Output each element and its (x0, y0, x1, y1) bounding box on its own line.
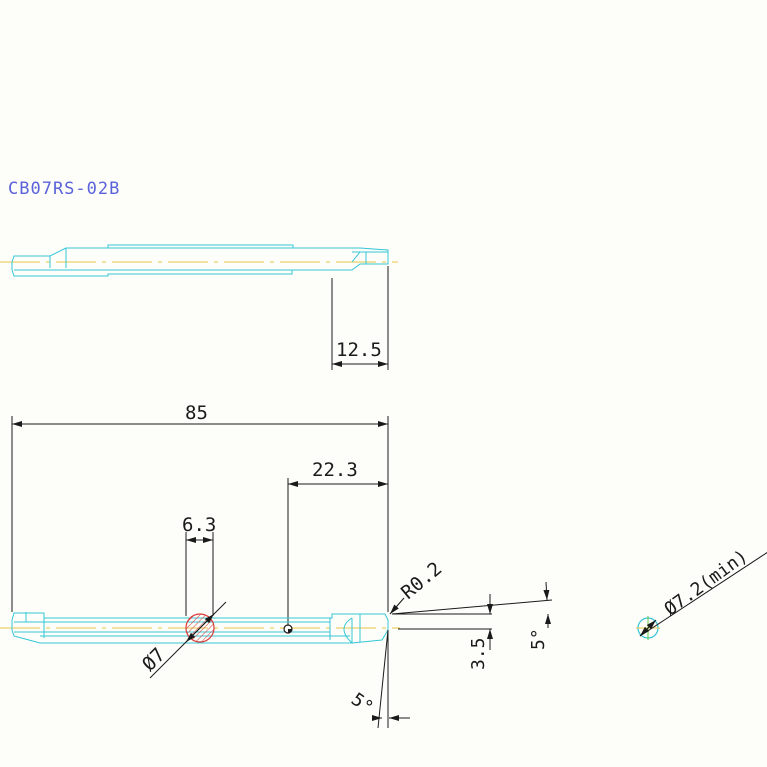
dimension-label-85: 85 (185, 402, 208, 424)
side-view: 85 22.3 6.3 (0, 402, 553, 729)
dimension-height: 3.5 (392, 594, 493, 670)
dimension-label-rake-5: 5° (528, 628, 549, 650)
dimension-overall-length: 85 (11, 402, 389, 612)
side-view-outline (11, 612, 389, 644)
dimension-rake-angle: 5° (391, 581, 553, 650)
coolant-hole (283, 624, 293, 634)
dimension-label-hole-diameter: Ø7 (138, 644, 170, 676)
top-view: 12.5 (0, 244, 398, 370)
min-bore-view: Ø7.2(min) (636, 546, 767, 640)
dimension-label-clearance-5: 5° (347, 689, 377, 719)
dimension-label-22-3: 22.3 (312, 459, 358, 481)
dimension-slot-width: 6.3 (182, 514, 216, 616)
dimension-label-3-5: 3.5 (468, 637, 489, 670)
dimension-label-12-5: 12.5 (336, 339, 382, 361)
part-number-title: CB07RS-02B (8, 179, 120, 199)
dimension-clearance-angle: 5° (347, 629, 410, 729)
dimension-corner-radius: R0.2 (389, 558, 446, 615)
dimension-label-r0-2: R0.2 (397, 558, 446, 604)
top-view-outline (11, 244, 389, 277)
dimension-label-6-3: 6.3 (182, 514, 216, 536)
dimension-label-min-bore: Ø7.2(min) (661, 546, 752, 620)
dimension-shank-length: 12.5 (331, 266, 389, 370)
dimension-tip-to-hole: 22.3 (287, 459, 388, 628)
